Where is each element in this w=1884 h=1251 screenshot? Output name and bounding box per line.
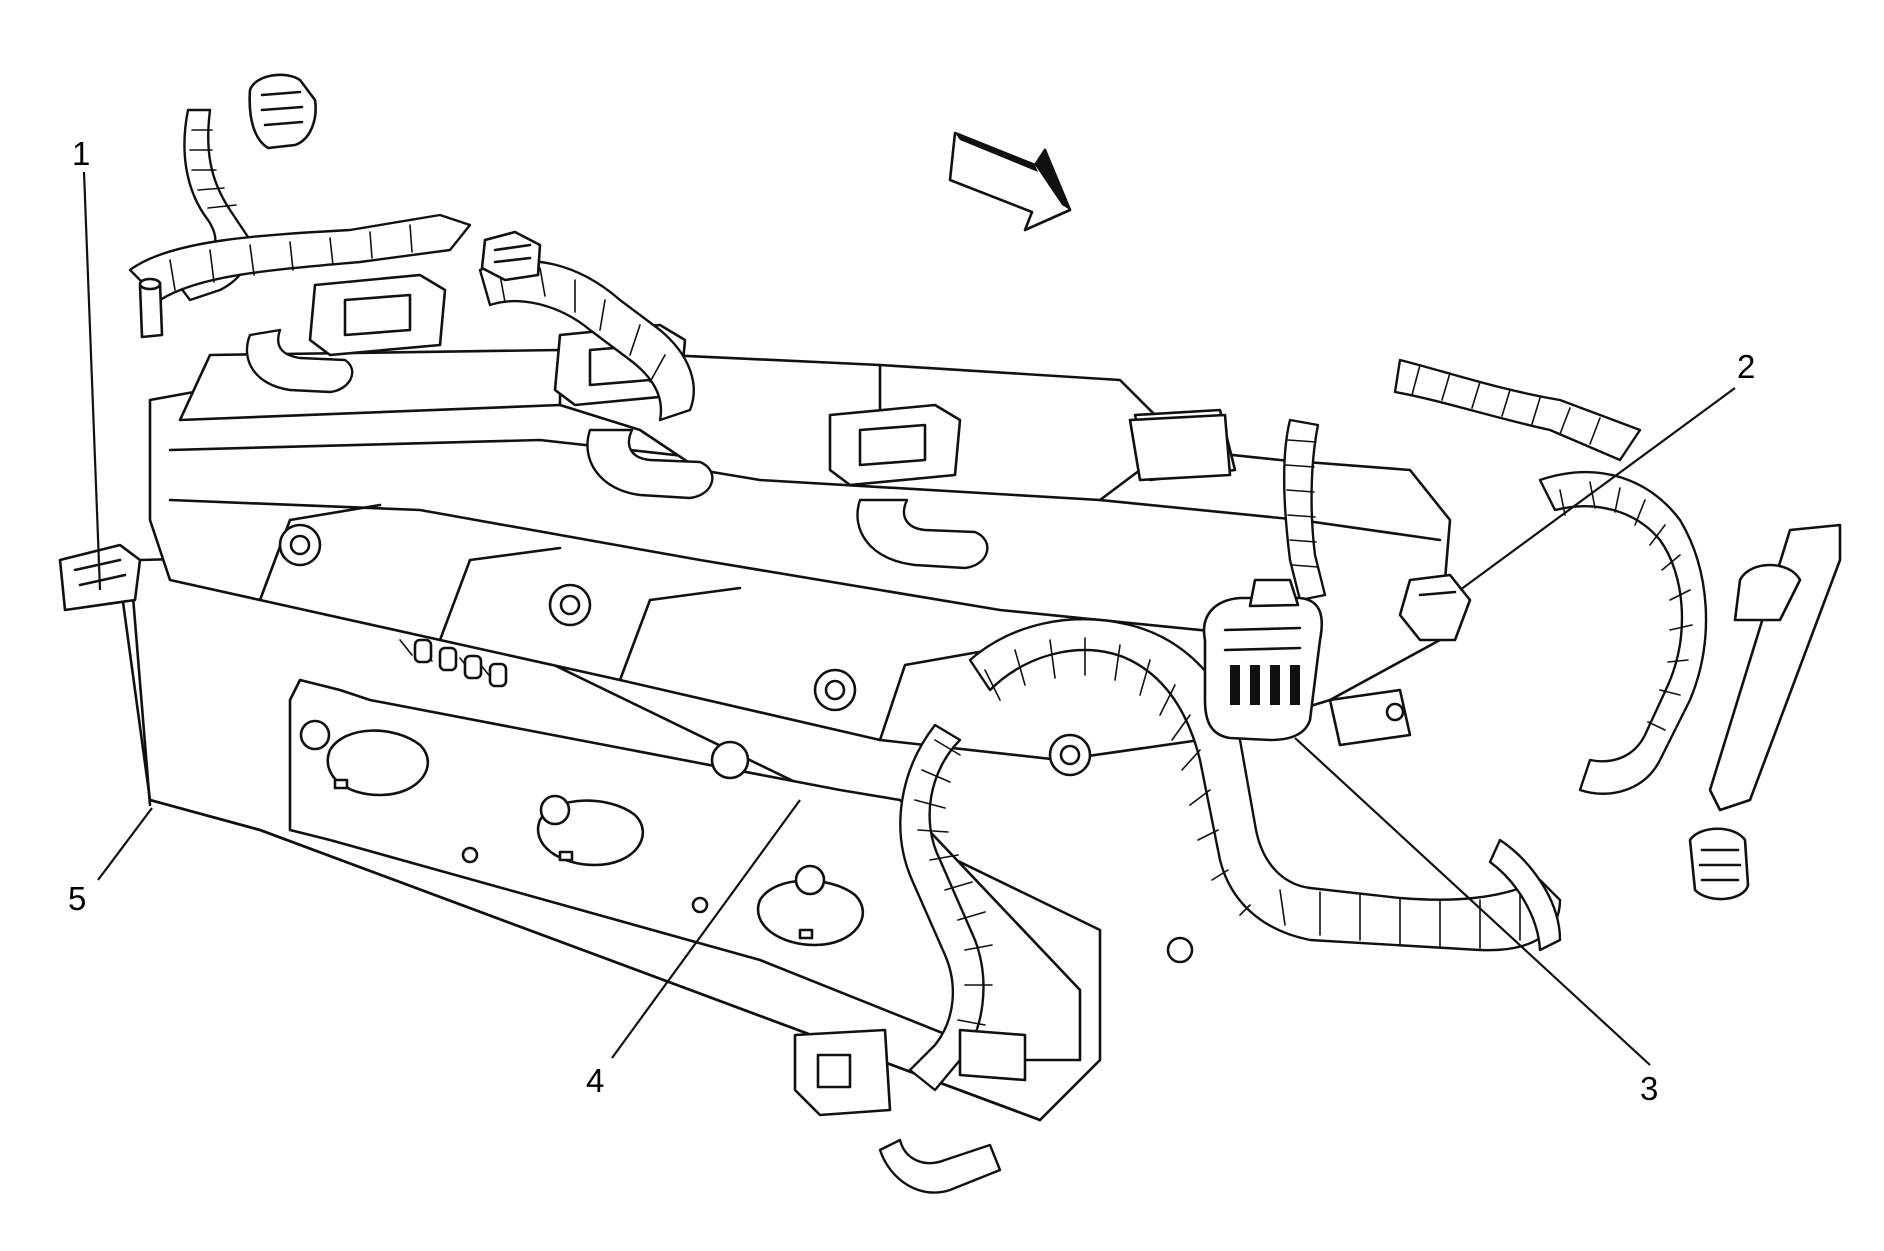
callout-2: 2 bbox=[1737, 348, 1755, 385]
callout-5: 5 bbox=[68, 880, 86, 917]
exhaust-flange-plate bbox=[288, 678, 1082, 1062]
callout-labels: 1 2 3 4 5 bbox=[68, 135, 1755, 1107]
leader-line-2 bbox=[1459, 387, 1736, 591]
callout-4: 4 bbox=[586, 1062, 604, 1099]
leader-line-3 bbox=[1294, 737, 1651, 1066]
leader-line-1 bbox=[82, 171, 102, 591]
connectors bbox=[138, 73, 1842, 1117]
direction-arrow-icon bbox=[948, 131, 1072, 232]
leader-line-4 bbox=[611, 799, 801, 1059]
bolts bbox=[278, 523, 1194, 964]
callout-leaders bbox=[82, 171, 1736, 1066]
wiring-harness bbox=[128, 108, 1708, 1194]
leader-line-5 bbox=[97, 807, 153, 881]
callout-3: 3 bbox=[1640, 1070, 1658, 1107]
callout-1: 1 bbox=[72, 135, 90, 172]
